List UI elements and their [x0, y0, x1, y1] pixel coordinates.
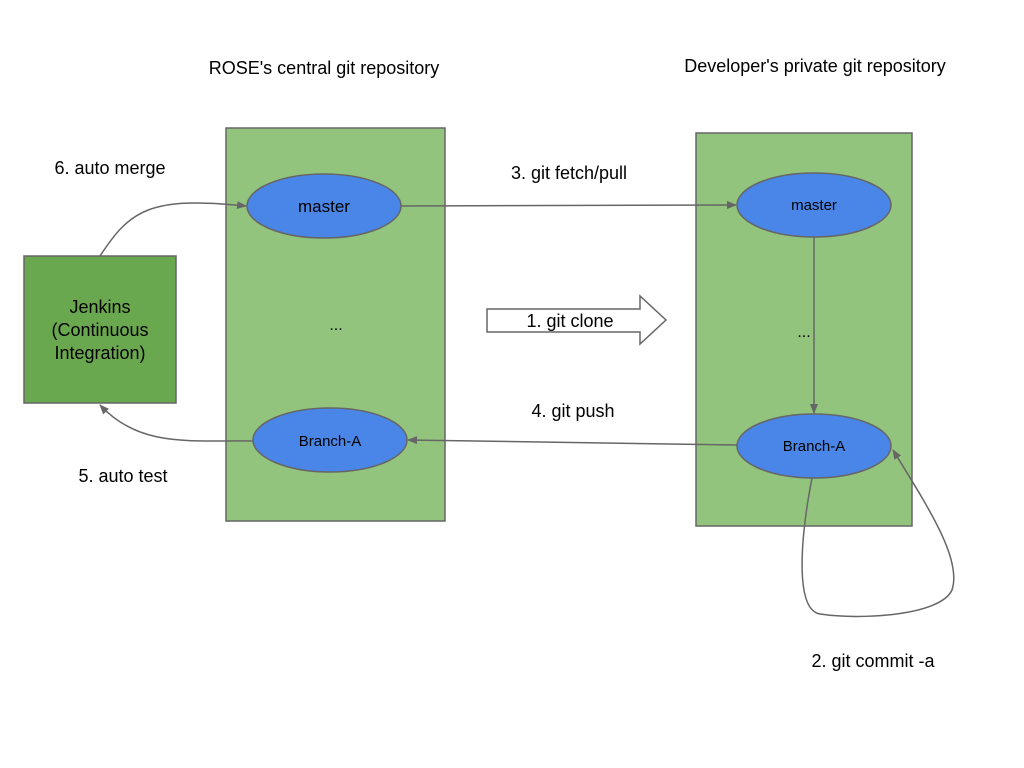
central-repo-title: ROSE's central git repository — [209, 58, 440, 78]
private-repo-title: Developer's private git repository — [684, 56, 946, 76]
auto-test-arrow — [99, 404, 254, 442]
central-ellipsis: ... — [329, 317, 342, 334]
clone-arrow — [486, 294, 668, 346]
clone-label: 1. git clone — [526, 311, 613, 331]
auto-test-label: 5. auto test — [78, 466, 167, 486]
fetch-pull-label: 3. git fetch/pull — [511, 163, 627, 183]
private-branch-node — [736, 413, 892, 479]
jenkins-label-line3: Integration) — [54, 343, 145, 363]
private-ellipsis: ... — [797, 324, 810, 341]
auto-merge-arrow — [99, 201, 247, 257]
private-branch-label: Branch-A — [783, 438, 846, 455]
commit-loop-arrow — [801, 449, 955, 618]
commit-label: 2. git commit -a — [811, 651, 935, 671]
push-label: 4. git push — [531, 401, 614, 421]
fetch-pull-arrow — [400, 201, 737, 210]
push-arrow — [407, 436, 738, 446]
jenkins-label-line2: (Continuous — [51, 320, 148, 340]
private-master-label: master — [791, 197, 837, 214]
central-branch-node — [252, 407, 408, 473]
central-master-label: master — [298, 197, 350, 216]
auto-merge-label: 6. auto merge — [54, 158, 165, 178]
jenkins-label-line1: Jenkins — [69, 297, 130, 317]
central-branch-label: Branch-A — [299, 433, 362, 450]
